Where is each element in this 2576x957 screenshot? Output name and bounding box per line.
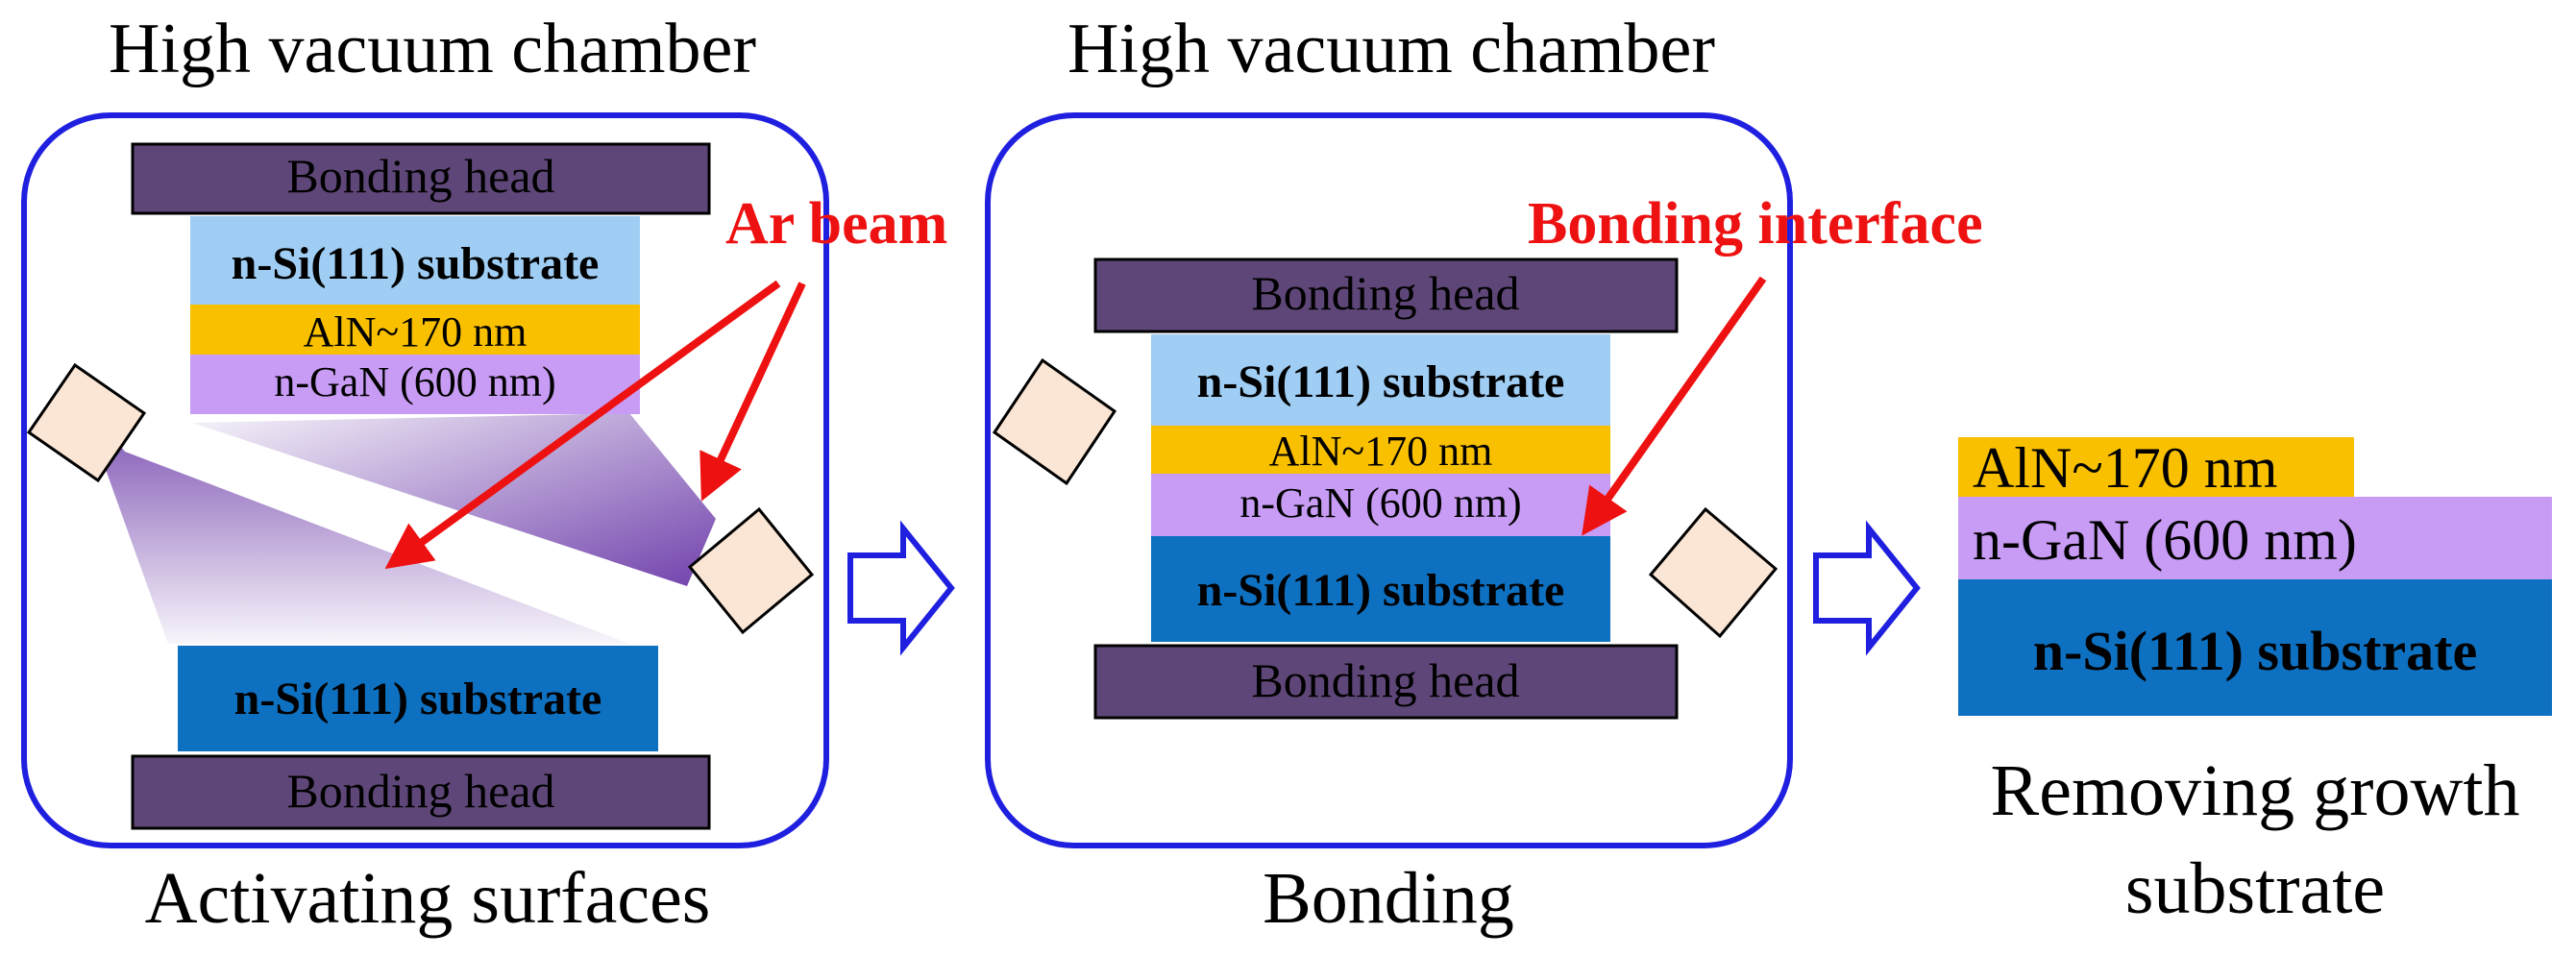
panel3-aln-label: AlN~170 nm xyxy=(1973,436,2277,500)
panel2-ar-source-left xyxy=(992,357,1117,486)
panel1-caption: Activating surfaces xyxy=(145,858,711,939)
panel2-bottom-bonding-head xyxy=(1093,644,1679,720)
panel1-bottom-si xyxy=(178,646,658,751)
panel1-ar-source-right xyxy=(687,506,815,635)
panel2-caption: Bonding xyxy=(1263,858,1514,939)
panel1-top-bonding-head xyxy=(131,142,711,215)
arrow-right-icon xyxy=(847,520,955,656)
panel2-interface-arrow xyxy=(1582,276,1767,536)
panel1-top-si xyxy=(190,216,640,305)
panel1-aln xyxy=(190,305,640,355)
panel1-top-bonding-head-label: Bonding head xyxy=(286,149,554,203)
panel2-aln-label: AlN~170 nm xyxy=(1269,428,1493,475)
panel2-bottom-si xyxy=(1151,536,1610,642)
panel1-beam-left xyxy=(77,389,629,644)
panel1-bottom-bonding-head xyxy=(131,754,711,830)
panel2-top-si xyxy=(1151,334,1610,426)
panel3-caption-line1: Removing growth xyxy=(1991,750,2520,831)
panel1-bottom-si-label: n-Si(111) substrate xyxy=(234,674,602,724)
panel1-beam-arrow-2 xyxy=(699,282,806,502)
panel1-chamber xyxy=(21,112,829,848)
panel1-beam-right xyxy=(192,413,716,586)
panel2-interface-label: Bonding interface xyxy=(1528,191,1983,257)
panel3-si xyxy=(1958,579,2552,716)
panel1-gan xyxy=(190,355,640,414)
panel3-aln xyxy=(1958,437,2354,497)
panel1-aln-label: AlN~170 nm xyxy=(304,308,527,356)
panel3-gan xyxy=(1958,497,2552,579)
panel1-beam-arrow-1 xyxy=(384,280,781,570)
panel1-chamber-label: High vacuum chamber xyxy=(109,10,756,88)
panel2-aln xyxy=(1151,426,1610,474)
panel2-ar-source-right xyxy=(1648,506,1779,639)
panel2-top-si-label: n-Si(111) substrate xyxy=(1197,356,1565,407)
panel2-bottom-si-label: n-Si(111) substrate xyxy=(1197,565,1565,616)
panel1-bottom-bonding-head-label: Bonding head xyxy=(286,764,554,818)
panel2-chamber xyxy=(985,112,1793,848)
panel2-gan xyxy=(1151,474,1610,536)
panel1-top-si-label: n-Si(111) substrate xyxy=(232,238,600,289)
panel3-si-label: n-Si(111) substrate xyxy=(2033,620,2477,682)
panel3-caption-line2: substrate xyxy=(2125,848,2385,929)
panel3-gan-label: n-GaN (600 nm) xyxy=(1973,508,2357,572)
panel2-bottom-bonding-head-label: Bonding head xyxy=(1251,653,1519,707)
panel2-chamber-label: High vacuum chamber xyxy=(1067,10,1715,88)
panel1-gan-label: n-GaN (600 nm) xyxy=(274,358,555,405)
panel2-gan-label: n-GaN (600 nm) xyxy=(1239,479,1521,527)
panel1-ar-source-left xyxy=(26,362,147,483)
panel1-beam-label: Ar beam xyxy=(725,191,947,257)
panel2-top-bonding-head xyxy=(1093,258,1679,333)
arrow-right-icon xyxy=(1813,520,1921,656)
panel2-top-bonding-head-label: Bonding head xyxy=(1251,266,1519,320)
